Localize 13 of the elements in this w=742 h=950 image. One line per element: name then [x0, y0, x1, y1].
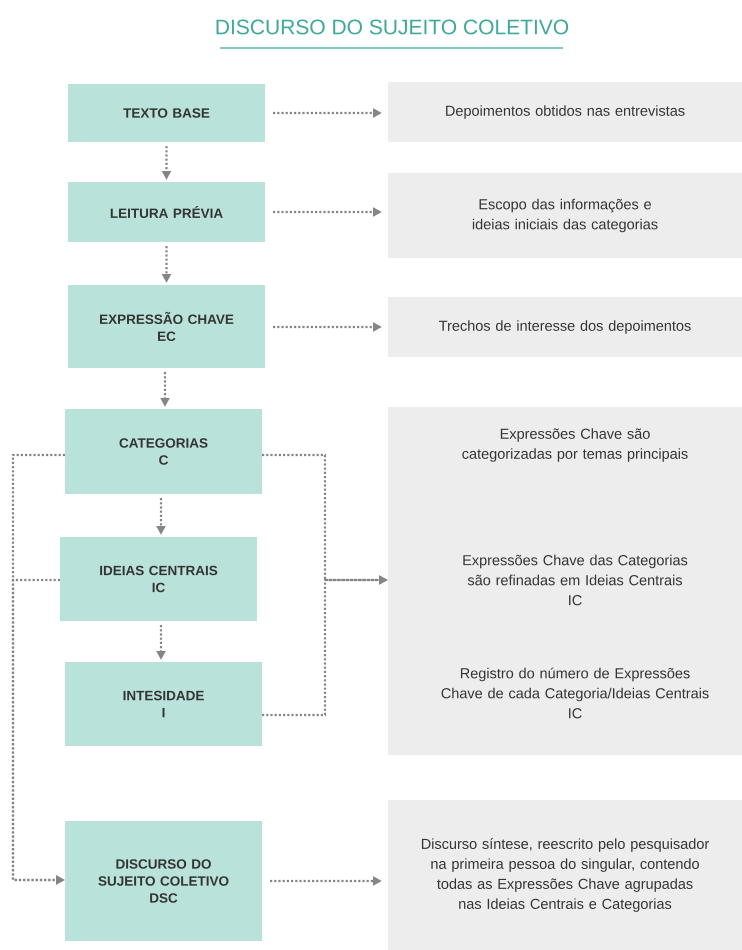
description-box: Escopo das informações e ideias iniciais das categorias [388, 173, 742, 258]
process-box: LEITURA PRÉVIA [68, 182, 265, 242]
process-box: IDEIAS CENTRAIS IC [60, 537, 257, 621]
process-box: CATEGORIAS C [65, 409, 262, 494]
description-box: Trechos de interesse dos depoimentos [388, 297, 742, 357]
description-box: Depoimentos obtidos nas entrevistas [388, 82, 742, 142]
process-box: TEXTO BASE [68, 84, 265, 142]
description-box: Discurso síntese, reescrito pelo pesquisador na primeira pessoa do singular, contendo todas as Expressões Chave agrupadas nas Ideias Centrais e Categorias [388, 800, 742, 950]
description-box: Expressões Chave são categorizadas por temas principais Expressões Chave das Categorias são refinadas em Ideias Centrais IC Registro do número de Expressões Chave de cada Categoria/Ideias Centrais IC [388, 407, 742, 755]
process-box: INTESIDADE I [65, 662, 262, 746]
process-box: DISCURSO DO SUJEITO COLETIVO DSC [65, 821, 262, 941]
process-box: EXPRESSÃO CHAVE EC [68, 285, 265, 368]
title: DISCURSO DO SUJEITO COLETIVO [216, 20, 568, 34]
